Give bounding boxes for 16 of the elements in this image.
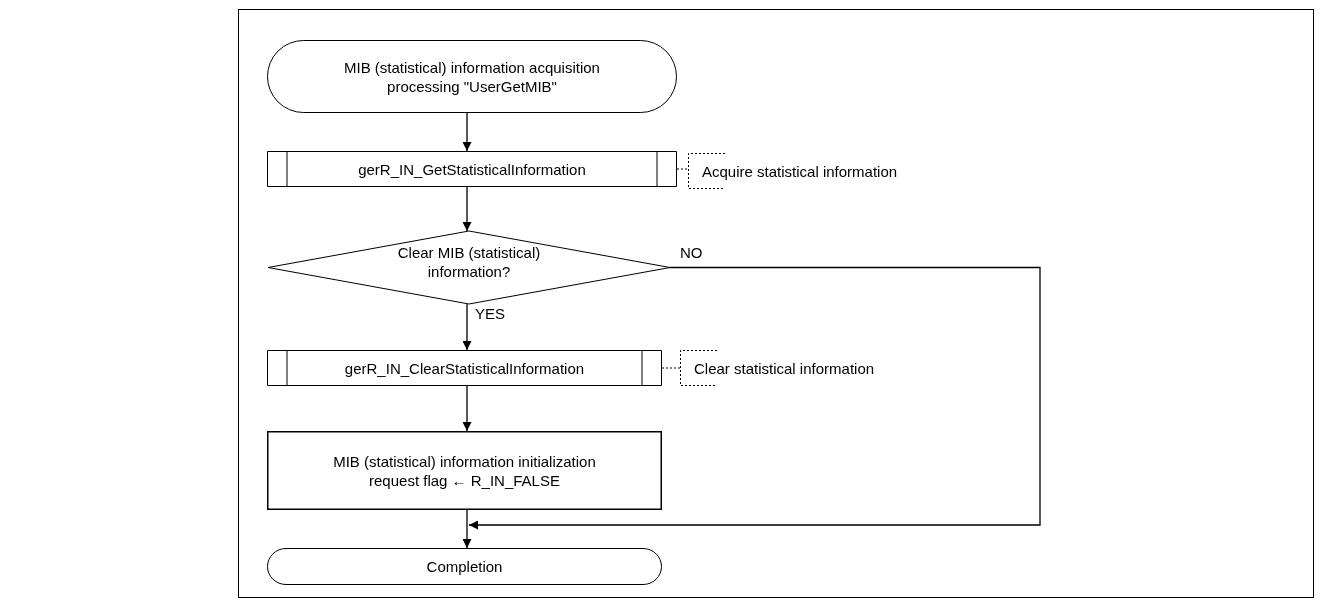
annotation-connector — [661, 367, 681, 369]
arrow — [468, 266, 1041, 530]
annotation-connector — [676, 168, 689, 170]
annotation-text: Acquire statistical information — [702, 161, 898, 181]
arrow — [462, 112, 472, 152]
annotation-text: Clear statistical information — [694, 358, 875, 378]
node-text: gerR_IN_ClearStatisticalInformation — [344, 358, 585, 378]
node-text: Completion — [426, 557, 503, 576]
decision-text: Clear MIB (statistical) information? — [396, 242, 542, 281]
node-text: MIB (statistical) information acquisition processing "UserGetMIB" — [343, 57, 601, 96]
arrow — [462, 303, 472, 351]
arrow — [462, 385, 472, 432]
arrow — [462, 186, 472, 232]
arrow — [462, 509, 472, 549]
node-text: MIB (statistical) information initialization request flag ← R_IN_FALSE — [332, 451, 597, 490]
node-text: gerR_IN_GetStatisticalInformation — [358, 159, 586, 179]
